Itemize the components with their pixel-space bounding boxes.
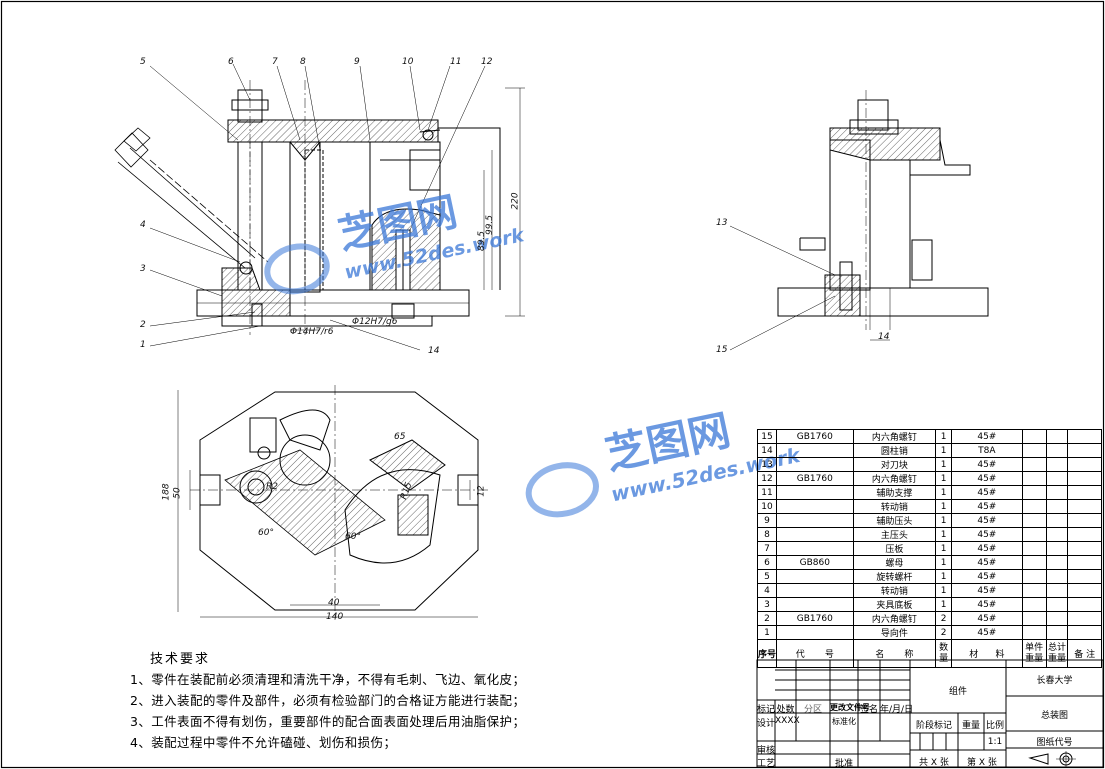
- bom-header-remark: 备 注: [1067, 639, 1102, 668]
- dimension-text: 60°: [258, 528, 274, 538]
- tb-designer: XXXX: [775, 716, 800, 726]
- tb-zone-b: 分区: [803, 705, 822, 715]
- tb-std: 标准化: [832, 717, 856, 726]
- tb-sheets: 共 X 张: [919, 758, 949, 768]
- part-label: 10: [402, 57, 414, 67]
- tech-requirements-title: 技术要求: [150, 652, 211, 667]
- part-label: 8: [300, 57, 306, 67]
- bom-header-total: 总计重量: [1045, 639, 1069, 668]
- dimension-text: 14: [878, 332, 890, 342]
- title-drawing-no-label: 图纸代号: [1036, 738, 1073, 748]
- part-label: 6: [228, 57, 234, 67]
- tb-scale-value: 1:1: [987, 737, 1003, 747]
- dimension-text: R2: [266, 482, 278, 492]
- title-assembly: 总装图: [1040, 711, 1068, 721]
- bom-header-qty: 数量: [935, 639, 952, 668]
- tb-sign: 签名: [859, 705, 878, 715]
- bom-cell-name: 转动销: [852, 499, 937, 514]
- part-label: 4: [140, 220, 146, 230]
- tech-requirement-item: 2、进入装配的零件及部件，必须有检验部门的合格证方能进行装配；: [130, 693, 526, 708]
- title-university: 长春大学: [1036, 676, 1073, 686]
- part-label: 9: [354, 57, 360, 67]
- bom-header-unit: 单件重量: [1021, 639, 1047, 668]
- part-label: 14: [428, 346, 440, 356]
- bom-cell-no: 11: [756, 485, 778, 500]
- tb-sheet: 第 X 张: [967, 758, 997, 768]
- tb-weight: 重量: [961, 721, 980, 731]
- part-label: 2: [140, 320, 146, 330]
- dimension-text: Φ12H7/g6: [352, 317, 398, 327]
- dimension-text: 140: [326, 612, 344, 622]
- tech-requirement-item: 1、零件在装配前必须清理和清洗干净，不得有毛刺、飞边、氧化皮；: [130, 672, 526, 687]
- tb-process: 工艺: [757, 759, 776, 769]
- bom-header-name: 名 称: [852, 639, 937, 668]
- title-group: 组件: [948, 687, 967, 697]
- tb-scale: 比例: [985, 721, 1004, 731]
- part-label: 1: [140, 340, 146, 350]
- dimension-text: 40: [328, 598, 340, 608]
- tb-change-doc: 更改文件号: [830, 703, 870, 712]
- dimension-text: Φ14H7/r6: [290, 327, 334, 337]
- tb-approve: 批准: [834, 759, 853, 769]
- tech-requirement-item: 4、装配过程中零件不允许磕碰、划伤和损伤；: [130, 735, 397, 750]
- part-label: 7: [272, 57, 278, 67]
- tech-requirement-item: 3、工件表面不得有划伤，重要部件的配合面表面处理后用油脂保护；: [130, 714, 526, 729]
- side-view: [729, 90, 989, 351]
- front-view: [114, 63, 525, 351]
- part-label: 5: [140, 57, 146, 67]
- tb-date: 年/月/日: [880, 705, 914, 715]
- bom-cell-no: 15: [756, 429, 778, 444]
- bom-header-material: 材 料: [951, 639, 1023, 668]
- part-label: 15: [716, 345, 728, 355]
- part-label: 11: [450, 57, 462, 67]
- part-label: 13: [716, 218, 728, 228]
- top-view: [177, 385, 490, 620]
- dimension-text: 65: [394, 432, 406, 442]
- tb-review: 审核: [757, 746, 776, 756]
- part-label: 12: [481, 57, 493, 67]
- tb-stage: 阶段标记: [915, 721, 952, 731]
- tb-mark: 标记: [757, 705, 776, 715]
- part-label: 3: [140, 264, 146, 274]
- dimension-text: 60°: [345, 532, 361, 542]
- tb-zones: 处数: [776, 705, 795, 715]
- bom-header-no: 序号: [756, 639, 778, 668]
- bom-cell-no: 7: [756, 541, 778, 556]
- tb-design: 设计: [757, 719, 776, 729]
- bom-header-row: 序号 代 号 名 称 数量 材 料 单件重量 总计重量 备 注: [756, 639, 1102, 668]
